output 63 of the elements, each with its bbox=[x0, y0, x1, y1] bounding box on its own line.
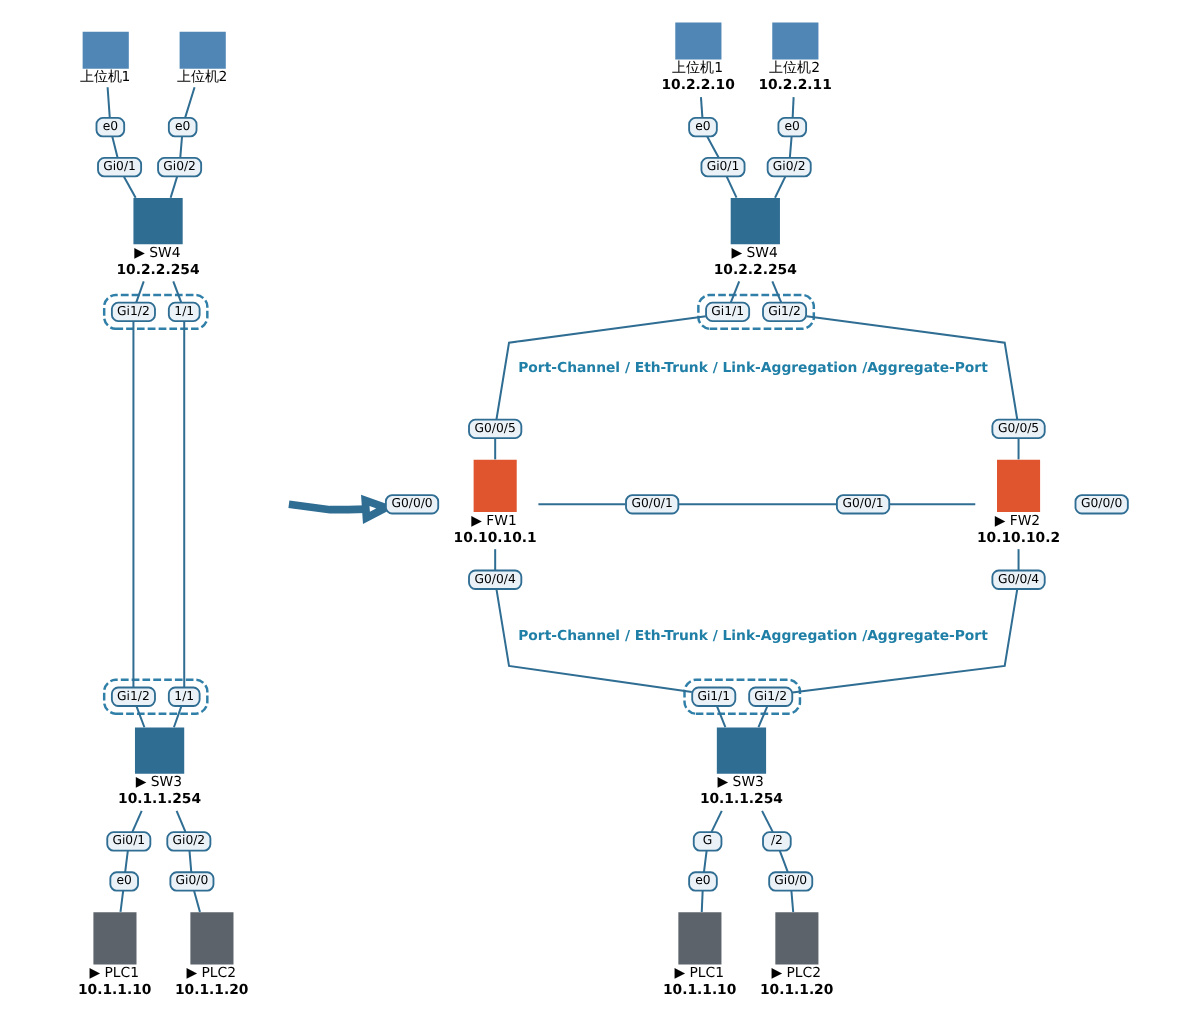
connector bbox=[179, 135, 184, 159]
node-box bbox=[772, 22, 819, 60]
node-box bbox=[997, 459, 1041, 512]
connector bbox=[774, 175, 787, 199]
connector bbox=[131, 809, 143, 834]
connector bbox=[715, 705, 727, 729]
connector bbox=[725, 175, 738, 199]
connector bbox=[124, 849, 129, 874]
connector bbox=[494, 437, 497, 461]
connector bbox=[788, 135, 793, 159]
connector bbox=[761, 809, 774, 834]
connector bbox=[888, 503, 977, 506]
connector bbox=[184, 86, 196, 119]
connector bbox=[188, 849, 193, 874]
cluster bbox=[683, 678, 802, 715]
connector bbox=[790, 889, 795, 913]
connector bbox=[791, 96, 795, 119]
connector bbox=[119, 889, 125, 913]
connector bbox=[495, 315, 707, 421]
connector bbox=[494, 548, 497, 572]
connector bbox=[495, 588, 693, 694]
connector bbox=[169, 175, 179, 199]
node-box bbox=[675, 22, 722, 60]
connector bbox=[132, 320, 135, 688]
connector bbox=[111, 135, 119, 159]
connector bbox=[123, 175, 137, 199]
node-box bbox=[473, 459, 517, 512]
connector bbox=[771, 280, 783, 304]
node-box bbox=[716, 727, 767, 774]
connector bbox=[172, 280, 183, 304]
connector bbox=[1017, 548, 1020, 572]
connector bbox=[791, 588, 1019, 694]
node-box bbox=[93, 912, 137, 965]
connector bbox=[677, 503, 838, 506]
connector bbox=[1017, 437, 1020, 461]
connector bbox=[135, 280, 145, 304]
connector bbox=[710, 809, 723, 834]
node-box bbox=[678, 912, 722, 965]
node-box bbox=[134, 727, 185, 774]
connector bbox=[135, 705, 146, 729]
connector bbox=[700, 889, 704, 913]
connector bbox=[175, 809, 187, 834]
cluster bbox=[697, 293, 816, 331]
node-box bbox=[179, 31, 226, 69]
connector bbox=[699, 96, 704, 119]
connector bbox=[172, 705, 183, 729]
connector bbox=[729, 280, 741, 304]
node-box bbox=[730, 197, 780, 245]
node-box bbox=[190, 912, 234, 965]
connector bbox=[183, 320, 186, 688]
node-box bbox=[82, 31, 129, 69]
connector bbox=[706, 135, 720, 159]
connector bbox=[805, 315, 1019, 421]
connector bbox=[757, 705, 769, 729]
connector bbox=[106, 86, 111, 119]
cluster bbox=[102, 293, 209, 331]
node-box bbox=[775, 912, 819, 965]
cluster bbox=[102, 678, 209, 715]
node-box bbox=[133, 197, 183, 245]
connector bbox=[702, 849, 708, 874]
connector bbox=[193, 889, 201, 913]
connector bbox=[778, 849, 789, 874]
connector bbox=[537, 503, 627, 506]
